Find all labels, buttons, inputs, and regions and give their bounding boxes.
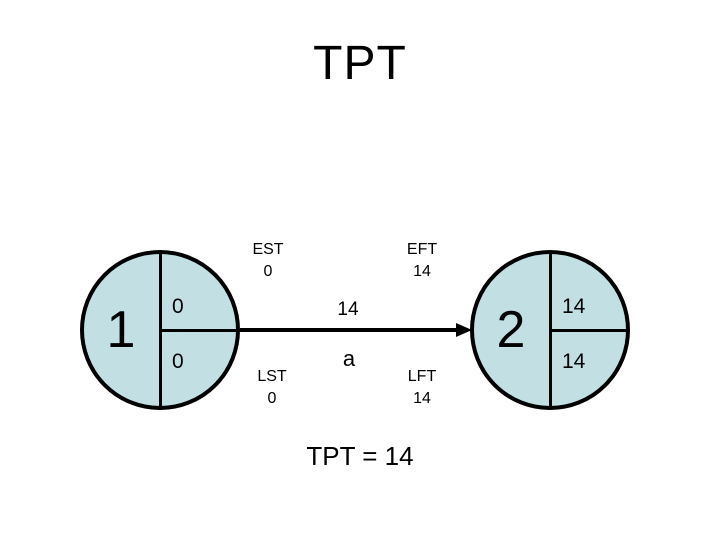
lft-label: LFT xyxy=(407,368,437,385)
node-2-horizontal-divider xyxy=(550,328,626,332)
node-2: 2 14 14 xyxy=(470,250,630,410)
eft-annotation: EFT 14 xyxy=(386,239,458,283)
node-1-early-value: 0 xyxy=(172,295,184,318)
node-1-late-value: 0 xyxy=(172,350,184,373)
node-2-late-value: 14 xyxy=(562,350,586,373)
lft-annotation: LFT 14 xyxy=(386,366,458,410)
est-value: 0 xyxy=(263,263,273,280)
node-1-horizontal-divider xyxy=(160,328,236,332)
activity-arrow-head xyxy=(456,323,472,337)
activity-name: a xyxy=(342,346,356,371)
activity-duration: 14 xyxy=(337,299,359,320)
activity-arrow-line xyxy=(240,328,458,332)
lst-annotation: LST 0 xyxy=(236,366,308,410)
eft-label: EFT xyxy=(406,241,438,258)
eft-value: 14 xyxy=(413,263,431,280)
est-label: EST xyxy=(252,241,284,258)
tpt-result-text: TPT = 14 xyxy=(306,441,414,471)
lst-label: LST xyxy=(257,368,287,385)
slide-title: TPT xyxy=(313,37,407,90)
node-1-id: 1 xyxy=(106,301,136,359)
node-1: 1 0 0 xyxy=(80,250,240,410)
lft-value: 14 xyxy=(413,390,431,407)
est-annotation: EST 0 xyxy=(232,239,304,283)
node-2-early-value: 14 xyxy=(562,295,586,318)
lst-value: 0 xyxy=(267,390,277,407)
node-2-id: 2 xyxy=(496,301,526,359)
